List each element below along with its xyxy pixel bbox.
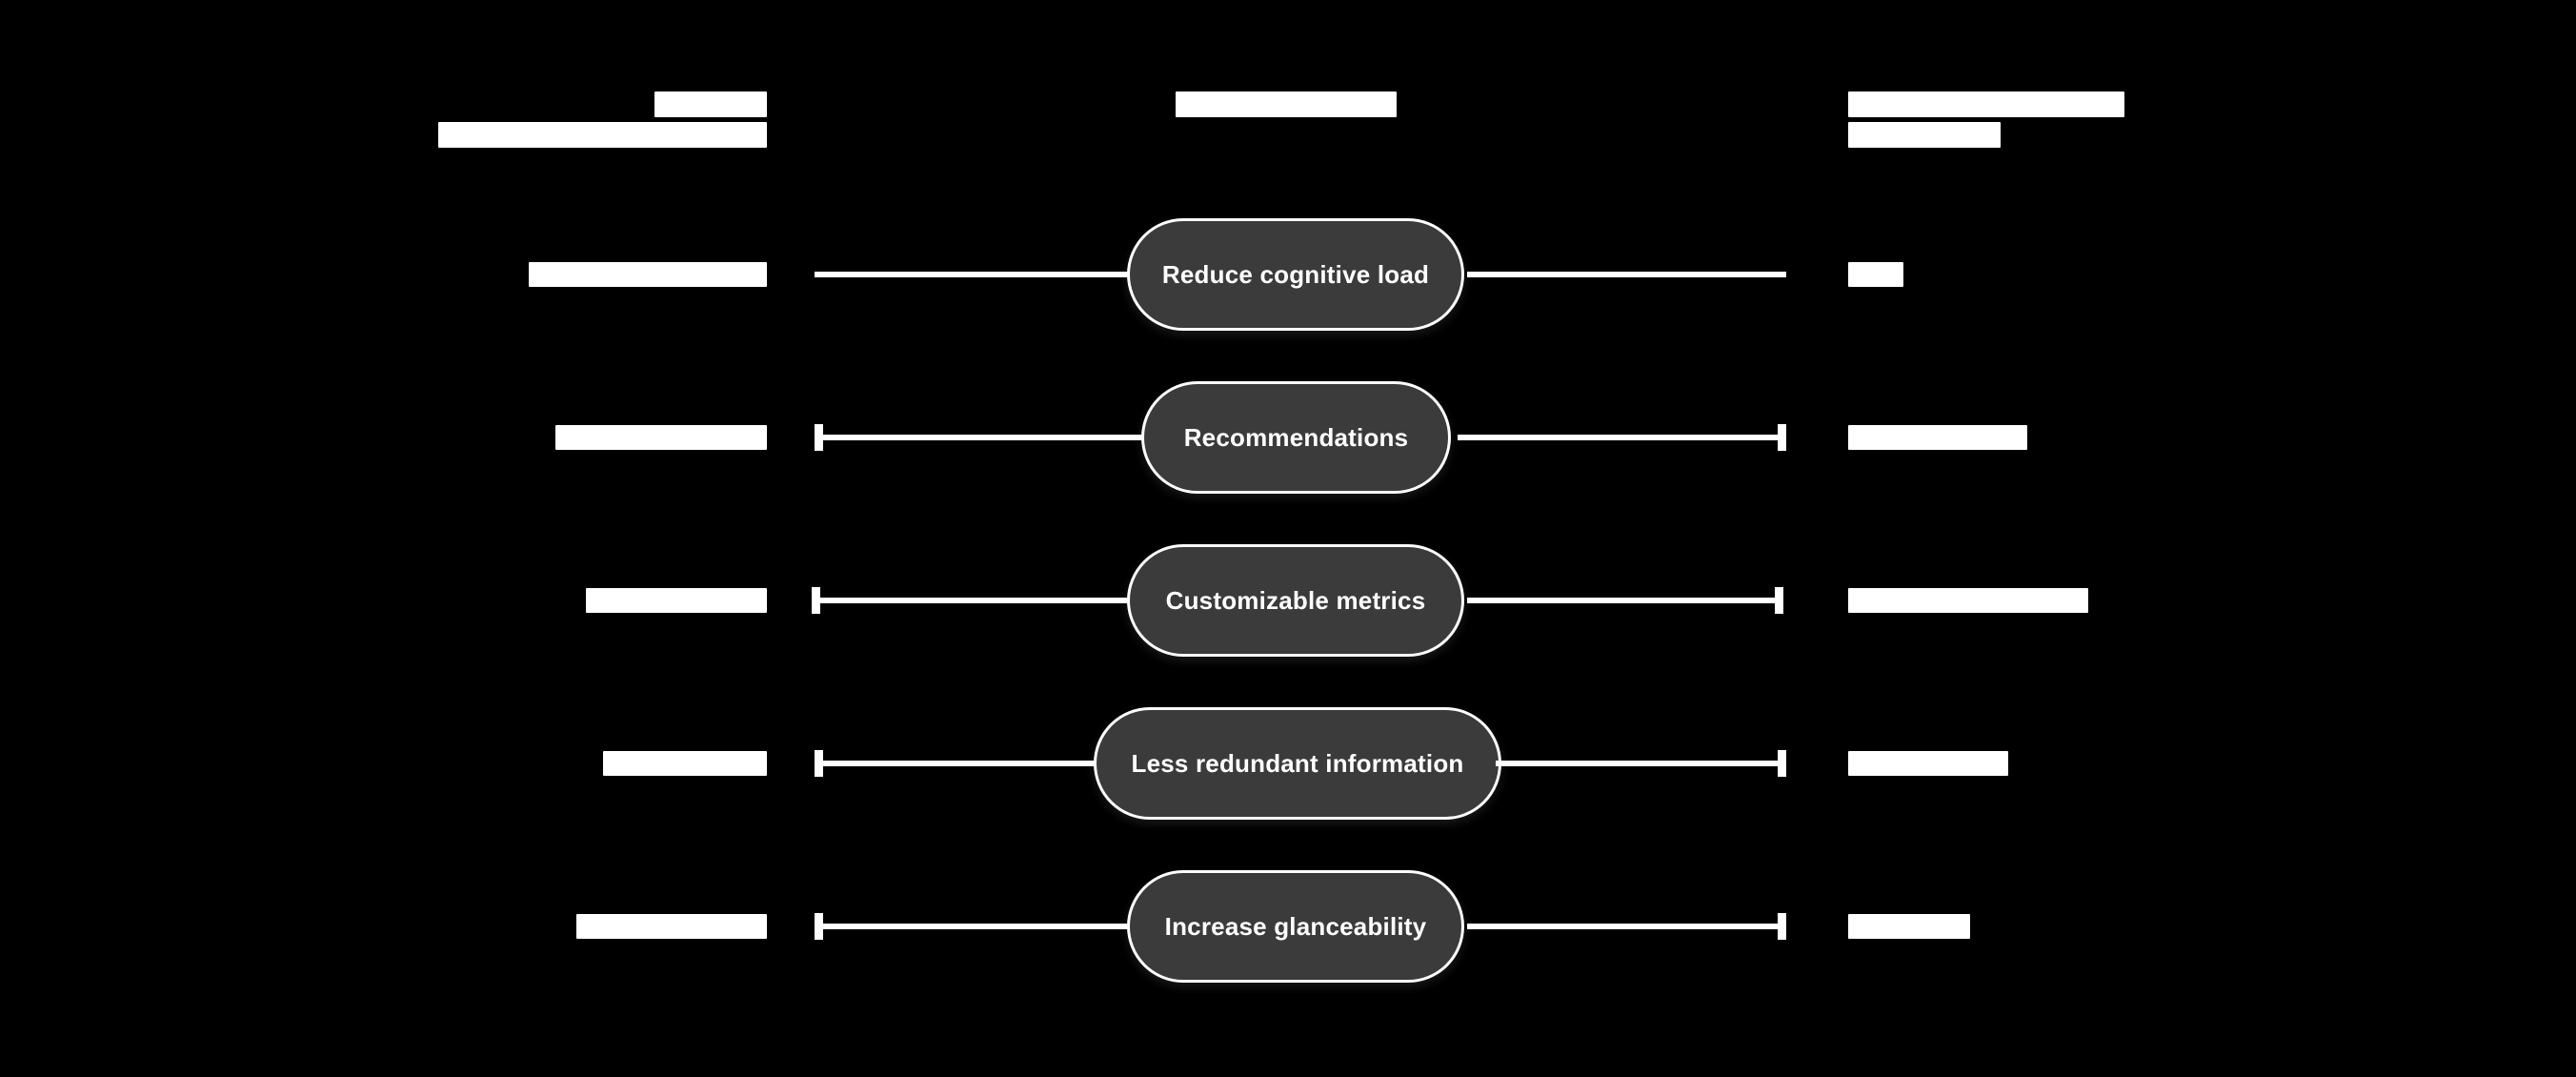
connector-endpoint-marker: [815, 750, 823, 777]
node-label: Recommendations: [1183, 422, 1409, 452]
connector-left: [812, 587, 1136, 614]
column-header-right: [1848, 91, 2229, 148]
column-header-right-line-2-redaction: [1848, 122, 2001, 148]
row-left-label-redaction: [603, 751, 767, 776]
row-right-label-redaction: [1848, 914, 1970, 939]
diagram-row: Increase glanceability: [0, 860, 2576, 993]
diagram-row: Less redundant information: [0, 697, 2576, 830]
connector-endpoint-marker: [815, 913, 823, 940]
connector-right: [1458, 424, 1786, 451]
node-pill[interactable]: Customizable metrics: [1127, 544, 1464, 657]
row-left-label-redaction: [576, 914, 767, 939]
row-left-label-redaction: [586, 588, 767, 613]
node-label: Reduce cognitive load: [1161, 259, 1430, 289]
row-right-label-cell: [1848, 697, 2248, 830]
row-right-label-cell: [1848, 371, 2248, 504]
row-right-label-redaction: [1848, 588, 2088, 613]
connector-endpoint-marker: [1778, 750, 1786, 777]
connector-endpoint-marker: [1775, 587, 1783, 614]
row-left-label-cell: [419, 860, 767, 993]
row-right-label-cell: [1848, 534, 2248, 667]
node-pill[interactable]: Reduce cognitive load: [1127, 218, 1464, 331]
connector-right: [1496, 750, 1786, 777]
row-left-label-cell: [419, 534, 767, 667]
row-left-label-cell: [419, 697, 767, 830]
node-label: Customizable metrics: [1165, 585, 1426, 615]
connector-endpoint-marker: [1778, 424, 1786, 451]
column-headers: [0, 91, 2576, 168]
column-header-center: [1096, 91, 1477, 117]
node-pill[interactable]: Increase glanceability: [1127, 870, 1464, 983]
row-right-label-redaction: [1848, 425, 2027, 450]
connector-right: [1467, 272, 1786, 277]
row-right-label-redaction: [1848, 262, 1903, 287]
column-header-left: [433, 91, 767, 148]
node-label: Increase glanceability: [1164, 911, 1427, 941]
row-right-label-redaction: [1848, 751, 2008, 776]
node-label: Less redundant information: [1131, 748, 1464, 778]
connector-left: [815, 272, 1129, 277]
column-header-right-line-1-redaction: [1848, 91, 2124, 117]
node-pill[interactable]: Recommendations: [1141, 381, 1451, 494]
row-left-label-cell: [419, 208, 767, 341]
connector-left: [815, 750, 1100, 777]
row-left-label-redaction: [529, 262, 767, 287]
column-header-center-line-1-redaction: [1176, 91, 1397, 117]
connector-endpoint-marker: [815, 424, 823, 451]
connector-endpoint-marker: [812, 587, 820, 614]
diagram-row: Reduce cognitive load: [0, 208, 2576, 341]
connector-left: [815, 424, 1143, 451]
row-right-label-cell: [1848, 208, 2248, 341]
connector-right: [1467, 913, 1786, 940]
row-left-label-redaction: [555, 425, 767, 450]
connector-endpoint-marker: [1778, 913, 1786, 940]
diagram-row: Recommendations: [0, 371, 2576, 504]
column-header-left-line-2-redaction: [438, 122, 767, 148]
connector-left: [815, 913, 1137, 940]
node-pill[interactable]: Less redundant information: [1094, 707, 1501, 820]
connector-right: [1467, 587, 1783, 614]
row-right-label-cell: [1848, 860, 2248, 993]
column-header-left-line-1-redaction: [654, 91, 767, 117]
row-left-label-cell: [419, 371, 767, 504]
diagram-row: Customizable metrics: [0, 534, 2576, 667]
